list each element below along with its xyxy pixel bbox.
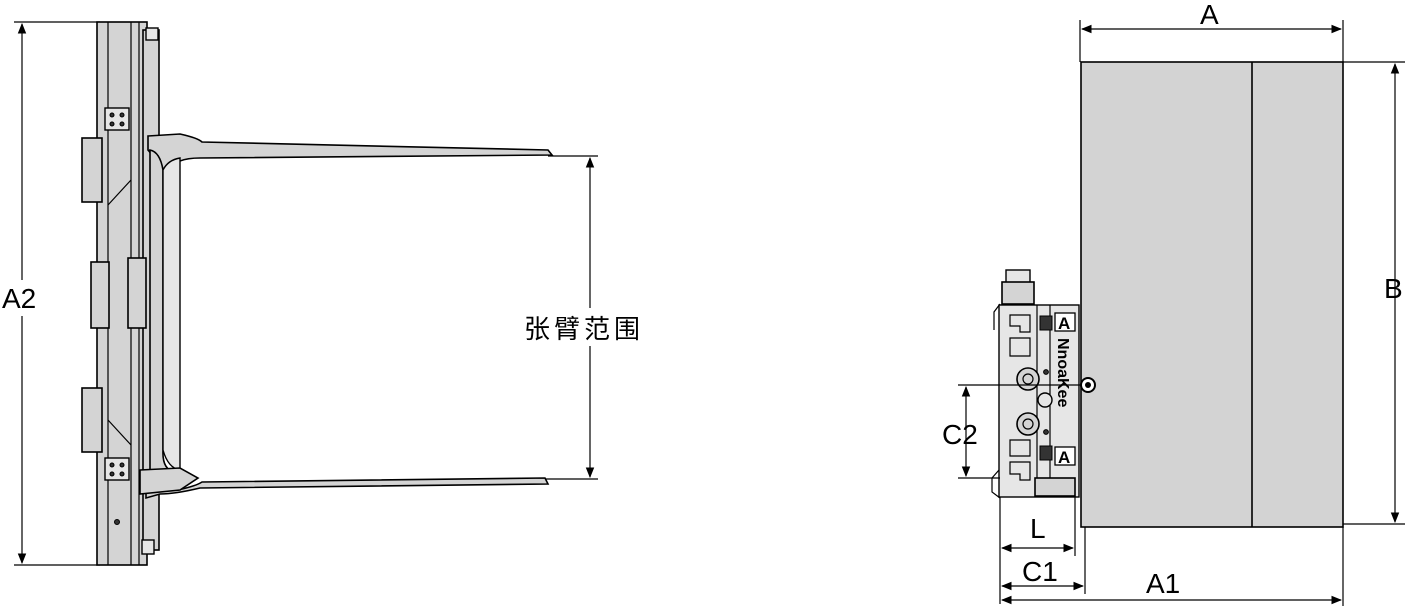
clamp-arms [139, 133, 554, 500]
dimension-a2: A2 [0, 21, 100, 566]
dimension-clamp-range: 张臂范围 [520, 155, 670, 480]
dimension-c2: C2 [942, 384, 1082, 479]
carriage-front: A A NnoaKee [991, 269, 1096, 499]
dimension-a1: A1 [1000, 527, 1344, 606]
clamp-range-label: 张臂范围 [524, 315, 644, 345]
dimension-a1-label: A1 [1146, 568, 1180, 599]
dimension-a2-label: A2 [2, 283, 36, 314]
brand-text: NnoaKee [1054, 338, 1071, 407]
dimension-a: A [1079, 0, 1344, 62]
dimension-b: B [1343, 61, 1405, 525]
dimension-a-label: A [1200, 0, 1219, 30]
dimension-c2-label: C2 [942, 419, 978, 450]
dimension-l: L [999, 497, 1076, 604]
left-view: A2 [0, 21, 670, 566]
dimension-b-label: B [1384, 273, 1403, 304]
badge-bottom-letter: A [1058, 448, 1070, 467]
dimension-c1-label: C1 [1022, 556, 1058, 587]
dimension-c1: C1 [1000, 527, 1086, 594]
dimension-l-label: L [1030, 513, 1046, 544]
load-block [1080, 61, 1344, 528]
badge-top-letter: A [1058, 314, 1070, 333]
right-view: A B [942, 0, 1405, 606]
